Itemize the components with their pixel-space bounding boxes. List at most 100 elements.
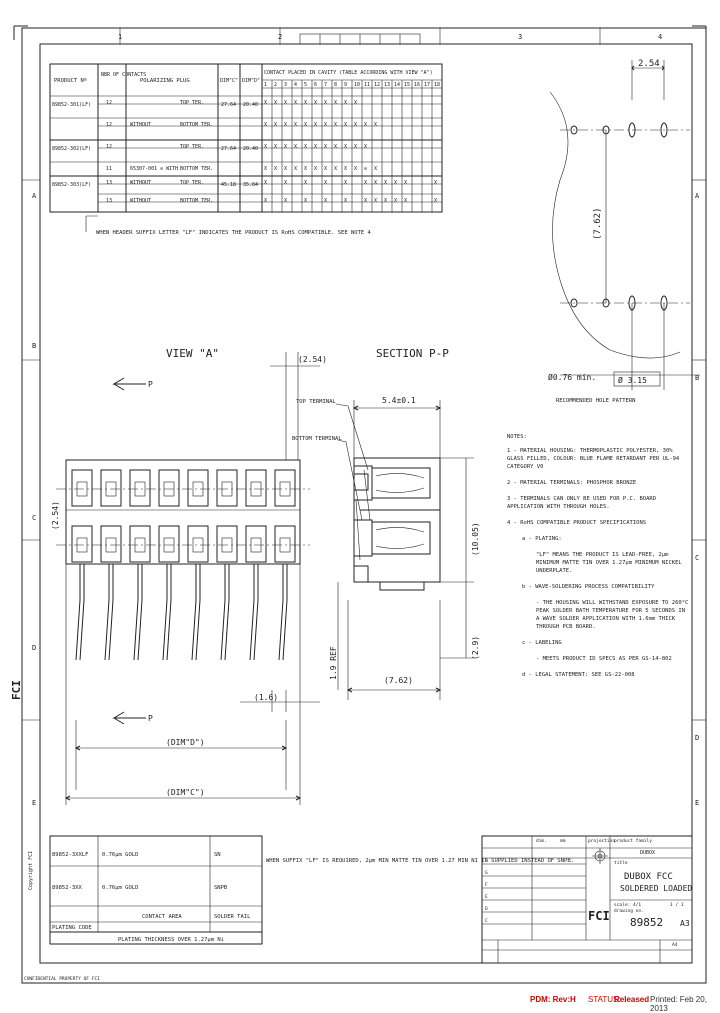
note-item: 1 - MATERIAL HOUSING: THERMOPLASTIC POLY… (507, 448, 680, 470)
terminal-top (163, 481, 175, 497)
plating-head-tail: SOLDER TAIL (214, 914, 251, 920)
table-mark: X (294, 166, 297, 172)
left-copyright: Copyright FCI (28, 851, 34, 890)
dim-c: (DIM"C") (166, 788, 205, 797)
table-mark: X (324, 122, 327, 128)
cavity-number: 2 (274, 82, 277, 88)
table-polarizing: WITHOUT (130, 180, 151, 186)
table-mark: X (284, 198, 287, 204)
dim-height: (10.05) (471, 522, 480, 556)
terminal-top (105, 481, 117, 497)
table-mark: X (284, 166, 287, 172)
table-contacts: 13 (106, 198, 112, 204)
table-mark: X (404, 198, 407, 204)
cavity-bottom (129, 525, 151, 563)
status-bar: PDM: Rev:H STATUS: Released Printed: Feb… (530, 995, 720, 1013)
dim-side: (1.6) (254, 693, 278, 702)
terminal-bottom (279, 537, 291, 553)
cavity-top (187, 469, 209, 507)
table-mark: X (374, 180, 377, 186)
hole-pattern: 2.54 (7.62) Ø0.76 min. Ø 3.15 RECOMMENDE… (548, 59, 700, 404)
plating-tail-1: SN (214, 852, 221, 858)
table-dim-c: 27.64 (221, 146, 236, 152)
terminal-top (279, 481, 291, 497)
outer-frame (21, 27, 707, 984)
zone-side-a: A (695, 192, 700, 200)
cavity-number: 16 (414, 82, 420, 88)
sheet: 1 / 1 (670, 902, 684, 908)
table-polarizing: WITHOUT (130, 122, 151, 128)
table-contacts: 11 (106, 166, 112, 172)
table-mark: X (394, 198, 397, 204)
pin-tail (220, 564, 230, 661)
table-mark: X (324, 144, 327, 150)
hole-dia: Ø0.76 min. (548, 372, 596, 382)
table-mark: X (384, 180, 387, 186)
table-terminal: BOTTOM TER. (180, 198, 213, 204)
plating-code-2: 89852-3XX (52, 885, 82, 891)
note-item: b - WAVE-SOLDERING PROCESS COMPATIBILITY (522, 584, 655, 590)
table-terminal: BOTTOM TER. (180, 166, 213, 172)
table-mark: X (284, 180, 287, 186)
notes-block: NOTES: 1 - MATERIAL HOUSING: THERMOPLAST… (507, 434, 688, 678)
hole-mark (628, 122, 636, 138)
revision-letter: G (485, 870, 488, 876)
cavity-number: 12 (374, 82, 380, 88)
cavity-bottom (158, 525, 180, 563)
projection-label: projection (588, 838, 615, 844)
plating-area-2: 0.76μm GOLD (102, 885, 138, 891)
zone-left-a: A (32, 192, 37, 200)
table-mark: X (374, 198, 377, 204)
terminal-top (76, 481, 88, 497)
dim-inner: (2.9) (471, 636, 480, 660)
rohs-note-text: WHEN HEADER SUFFIX LETTER "LF" INDICATES… (96, 230, 372, 236)
plating-head-area: CONTACT AREA (142, 914, 182, 920)
cavity-number: 10 (354, 82, 360, 88)
cavity-bottom (216, 525, 238, 563)
view-arrow-bottom (112, 711, 146, 725)
table-mark: X (334, 122, 337, 128)
cavity-bottom (274, 525, 296, 563)
terminal-bottom (250, 537, 262, 553)
section-title: SECTION P-P (376, 347, 449, 360)
note-item: - MEETS PRODUCT ID SPECS AS PER GS-14-80… (536, 656, 672, 662)
table-mark: ⊙ (364, 166, 367, 172)
note-item: c - LABELING (522, 640, 562, 646)
terminal-bottom (163, 537, 175, 553)
table-mark: X (354, 100, 357, 106)
table-product: 89852-303(LF) (52, 182, 91, 188)
table-mark: X (274, 144, 277, 150)
projection-symbol-icon (592, 848, 608, 864)
zone-left-c: C (32, 514, 36, 522)
title-label: title (614, 860, 628, 866)
pin-tail (104, 564, 114, 661)
hole-mark (570, 125, 578, 135)
terminal-top (221, 481, 233, 497)
pin-tail (75, 564, 85, 661)
view-a: VIEW "A" P P (2.54) (2.54) (1.6) (DIM"D"… (51, 347, 327, 805)
revision-letter: D (485, 906, 488, 912)
table-mark: X (314, 122, 317, 128)
cavity-top (274, 469, 296, 507)
table-contacts: 13 (106, 180, 112, 186)
cavity-number: 4 (294, 82, 297, 88)
hole-pattern-title: RECOMMENDED HOLE PATTERN (556, 398, 635, 404)
table-mark: X (324, 100, 327, 106)
zone-side-b: B (695, 374, 699, 382)
table-mark: X (264, 144, 267, 150)
table-mark: X (304, 166, 307, 172)
dim-pitch: (2.54) (298, 355, 327, 364)
revision-letter: C (485, 918, 488, 924)
plating-tail-2: SNPB (214, 885, 228, 891)
cavity-top (216, 469, 238, 507)
revision-letter: E (485, 894, 488, 900)
table-mark: X (314, 100, 317, 106)
rohs-note: WHEN HEADER SUFFIX LETTER "LF" INDICATES… (85, 215, 372, 236)
plating-note: WHEN SUFFIX "LF" IS REQUIRED, 2μm MIN MA… (266, 858, 574, 864)
terminal-top (250, 481, 262, 497)
table-contacts: 12 (106, 144, 112, 150)
view-a-title: VIEW "A" (166, 347, 219, 360)
table-mark: X (344, 100, 347, 106)
table-mark: X (434, 198, 437, 204)
